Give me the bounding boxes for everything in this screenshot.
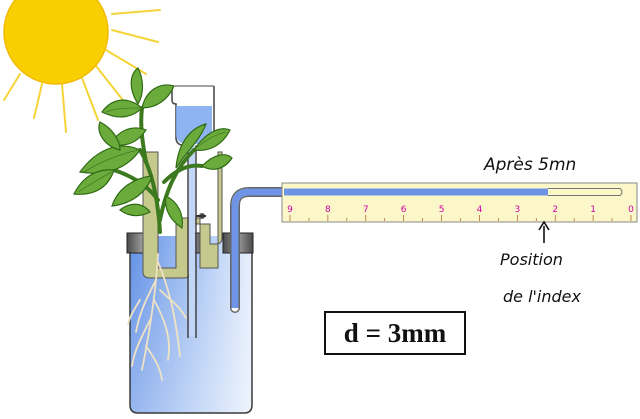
ruler-number: 1 <box>590 205 596 215</box>
ruler-number: 9 <box>287 205 293 215</box>
label-de-index: de l'index <box>503 287 582 306</box>
label-position: Position <box>500 250 563 269</box>
ruler: 9 8 7 6 5 4 3 2 1 0 <box>281 182 638 223</box>
ruler-number: 2 <box>552 205 558 215</box>
ruler-number: 5 <box>439 205 445 215</box>
ruler-number: 0 <box>628 205 634 215</box>
plant-icon <box>73 67 233 234</box>
arrow-up-icon <box>538 220 550 243</box>
label-apres: Après 5mn <box>483 155 576 175</box>
displacement-label: d = 3mm <box>343 317 447 348</box>
ruler-number: 3 <box>514 205 520 215</box>
ruler-number: 6 <box>401 205 407 215</box>
sun-icon <box>3 0 161 133</box>
ruler-number: 4 <box>477 205 483 215</box>
capillary-tube <box>230 187 629 313</box>
plant-roots <box>127 253 187 381</box>
ruler-number: 8 <box>325 205 331 215</box>
displacement-box: d = 3mm <box>324 311 466 355</box>
ruler-number: 7 <box>363 205 369 215</box>
